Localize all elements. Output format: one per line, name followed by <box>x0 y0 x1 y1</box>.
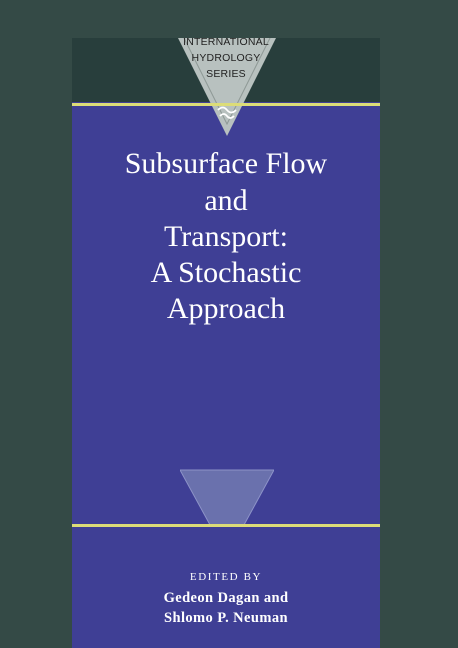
title-line-4: A Stochastic <box>150 256 302 289</box>
bottom-rule <box>72 524 380 527</box>
title-line-5: Approach <box>166 292 286 325</box>
top-rule <box>72 103 380 106</box>
book-title: Subsurface Flow and Transport: A Stochas… <box>72 146 380 327</box>
lower-band <box>72 527 380 648</box>
title-line-3: Transport: <box>164 220 288 253</box>
series-label: INTERNATIONAL HYDROLOGY SERIES <box>72 38 380 82</box>
series-line-1: INTERNATIONAL <box>183 38 269 48</box>
book-cover: INTERNATIONAL HYDROLOGY SERIES Subsurfac… <box>72 38 380 648</box>
title-line-1: Subsurface Flow <box>124 147 328 180</box>
inverted-triangle-badge-icon <box>178 38 276 136</box>
series-line-2: HYDROLOGY <box>191 52 261 64</box>
series-line-3: SERIES <box>206 68 246 80</box>
editor-line-1: Gedeon Dagan and <box>163 590 289 606</box>
editors: Gedeon Dagan and Shlomo P. Neuman <box>72 588 380 628</box>
title-line-2: and <box>204 184 248 217</box>
editor-line-2: Shlomo P. Neuman <box>164 610 288 626</box>
edited-by-label: EDITED BY <box>189 571 263 583</box>
water-level-icon <box>217 106 237 119</box>
